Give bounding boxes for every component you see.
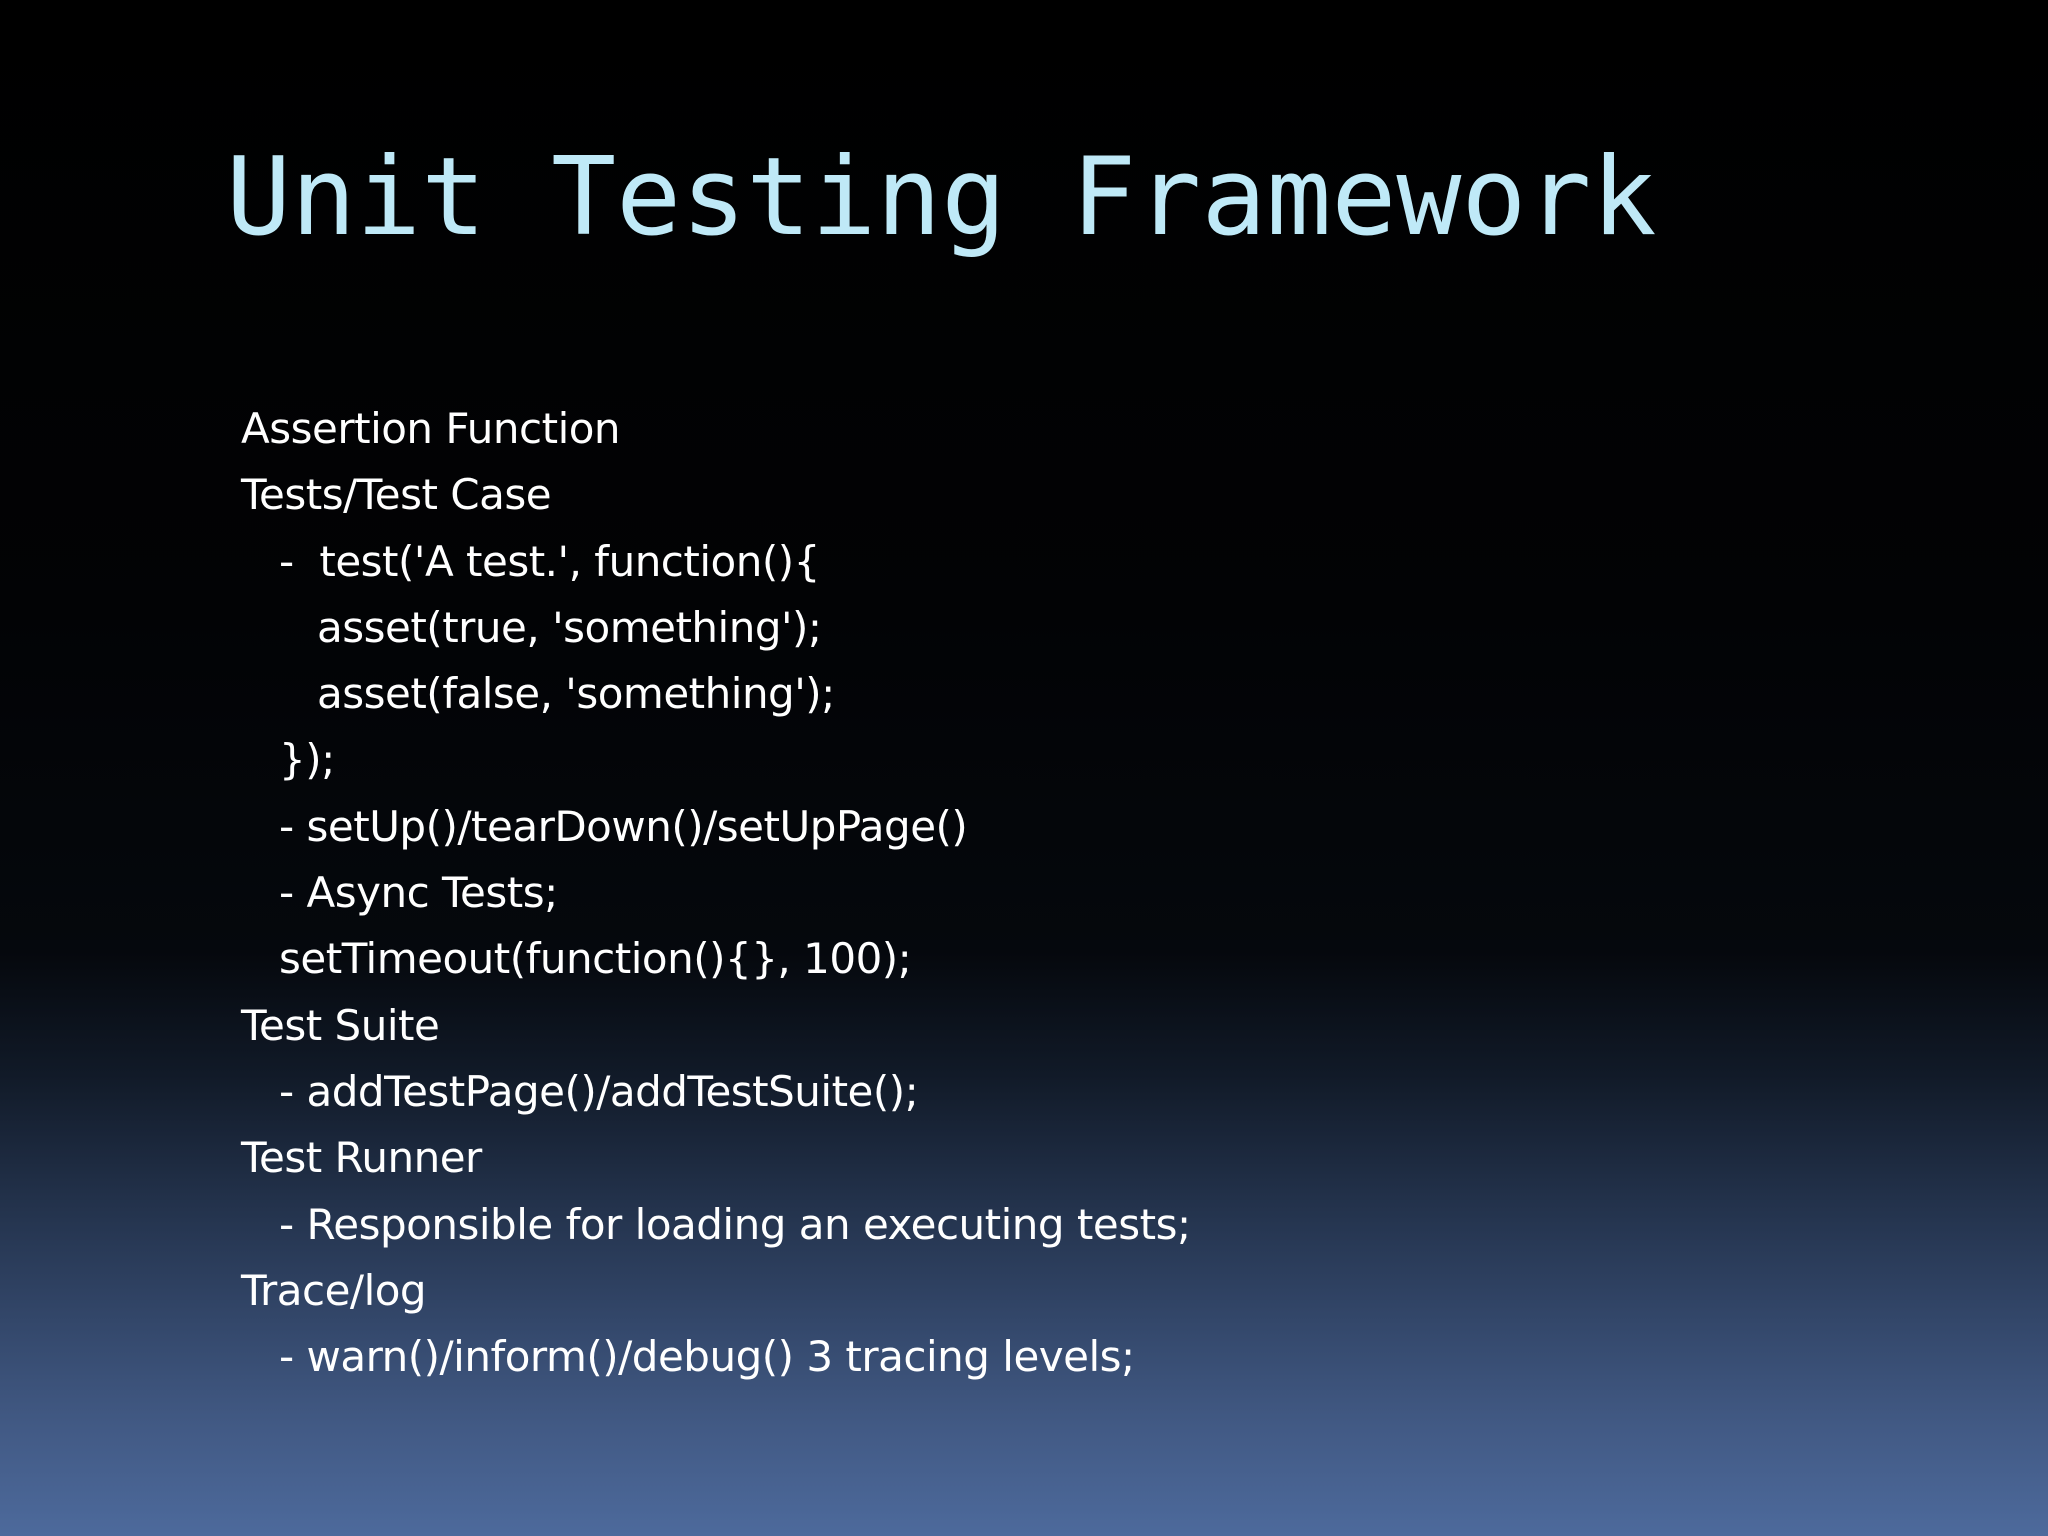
body-line-test-runner: Test Runner: [241, 1133, 482, 1183]
body-line-async-tests: - Async Tests;: [279, 868, 558, 918]
body-line-trace-log: Trace/log: [241, 1265, 427, 1315]
body-line-tracing-levels: - warn()/inform()/debug() 3 tracing leve…: [279, 1332, 1135, 1382]
body-line-test-call: - test('A test.', function(){: [279, 536, 820, 586]
body-line-runner-description: - Responsible for loading an executing t…: [279, 1199, 1191, 1249]
body-line-add-test-page: - addTestPage()/addTestSuite();: [279, 1066, 919, 1116]
slide-body: Assertion Function Tests/Test Case - tes…: [241, 396, 1941, 1390]
body-line-settimeout: setTimeout(function(){}, 100);: [279, 934, 912, 984]
body-line-tests-test-case: Tests/Test Case: [241, 470, 552, 520]
slide-title: Unit Testing Framework: [226, 135, 1657, 260]
body-line-assertion-function: Assertion Function: [241, 404, 621, 453]
body-line-assert-false: asset(false, 'something');: [317, 669, 835, 719]
body-line-setup-teardown: - setUp()/tearDown()/setUpPage(): [279, 801, 968, 851]
body-line-test-suite: Test Suite: [241, 1000, 440, 1050]
body-line-closing-brace: });: [279, 735, 335, 785]
body-line-assert-true: asset(true, 'something');: [317, 602, 822, 652]
